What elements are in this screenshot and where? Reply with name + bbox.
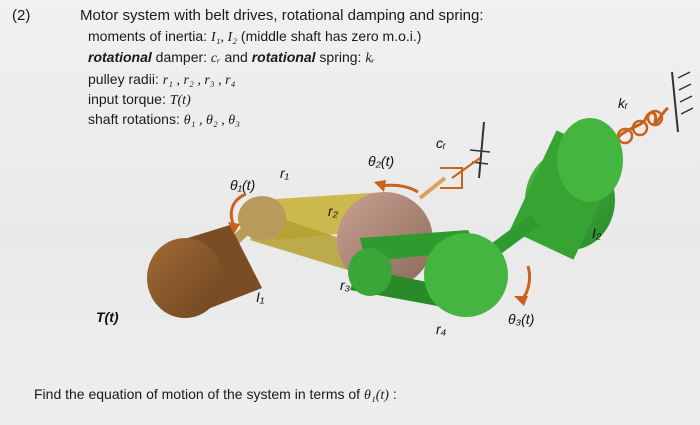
- damper-symbol: cᵣ: [210, 51, 221, 66]
- theta1-arrow: [229, 192, 247, 227]
- spring-symbol: kᵣ: [365, 51, 375, 66]
- theta2-arrowhead: [374, 180, 386, 192]
- question-line: Find the equation of motion of the syste…: [34, 386, 397, 404]
- radii-line: pulley radii: r₁ , r₂ , r₃ , r₄: [88, 71, 235, 89]
- label-torque: T(t): [96, 309, 119, 325]
- theta1-arrowhead: [228, 222, 240, 234]
- label-cr: cᵣ: [436, 135, 447, 151]
- label-theta1: θ₁(t): [230, 177, 255, 193]
- label-I1: I₁: [256, 289, 265, 305]
- damper-wall: [469, 121, 491, 179]
- rotations-label: shaft rotations:: [88, 111, 180, 127]
- label-theta2: θ₂(t): [368, 153, 394, 169]
- label-r4: r₄: [436, 321, 447, 337]
- label-theta3: θ₃(t): [508, 311, 534, 327]
- and-word: and: [224, 49, 248, 65]
- inertia-line: moments of inertia: I₁, I₂ (middle shaft…: [88, 28, 421, 46]
- problem-title: Motor system with belt drives, rotationa…: [80, 7, 484, 24]
- torque-label: input torque:: [88, 91, 166, 107]
- torque-line: input torque: T(t): [88, 91, 191, 109]
- pulley-r4: [424, 233, 508, 317]
- question-colon: :: [392, 386, 397, 402]
- damper-emph: rotational: [88, 49, 152, 65]
- label-r3: r₃: [340, 277, 351, 293]
- theta3-arrowhead: [514, 296, 528, 306]
- spring-wall: [671, 71, 694, 133]
- inertia-1-cylinder: [147, 225, 262, 318]
- radii-label: pulley radii:: [88, 71, 159, 87]
- torque-symbol: T(t): [169, 93, 191, 108]
- label-kr: kᵣ: [618, 95, 629, 111]
- question-text: Find the equation of motion of the syste…: [34, 386, 361, 402]
- theta2-arrow: [379, 183, 419, 194]
- radii-symbols: r₁ , r₂ , r₃ , r₄: [162, 73, 236, 88]
- damper-spring-line: rotational damper: cᵣ and rotational spr…: [88, 49, 375, 67]
- damper-label: damper:: [155, 49, 208, 65]
- label-I2: I₂: [592, 225, 602, 241]
- label-r1: r₁: [280, 165, 290, 181]
- inertia-label: moments of inertia:: [88, 28, 208, 44]
- spring-label: spring:: [319, 49, 362, 65]
- rotational-damper: [418, 157, 481, 200]
- inertia-2-cylinder: [510, 118, 623, 260]
- spring-emph: rotational: [251, 49, 316, 65]
- rotations-line: shaft rotations: θ₁ , θ₂ , θ₃: [88, 111, 240, 129]
- problem-number: (2): [12, 7, 31, 24]
- question-symbol: θ₁(t): [363, 388, 389, 403]
- rotations-symbols: θ₁ , θ₂ , θ₃: [183, 113, 240, 128]
- inertia-note: (middle shaft has zero m.o.i.): [240, 28, 422, 44]
- pulley-r3: [348, 248, 392, 296]
- inertia-symbols: I₁, I₂: [210, 30, 238, 45]
- rotational-spring: [608, 106, 669, 149]
- label-r2: r₂: [328, 203, 339, 219]
